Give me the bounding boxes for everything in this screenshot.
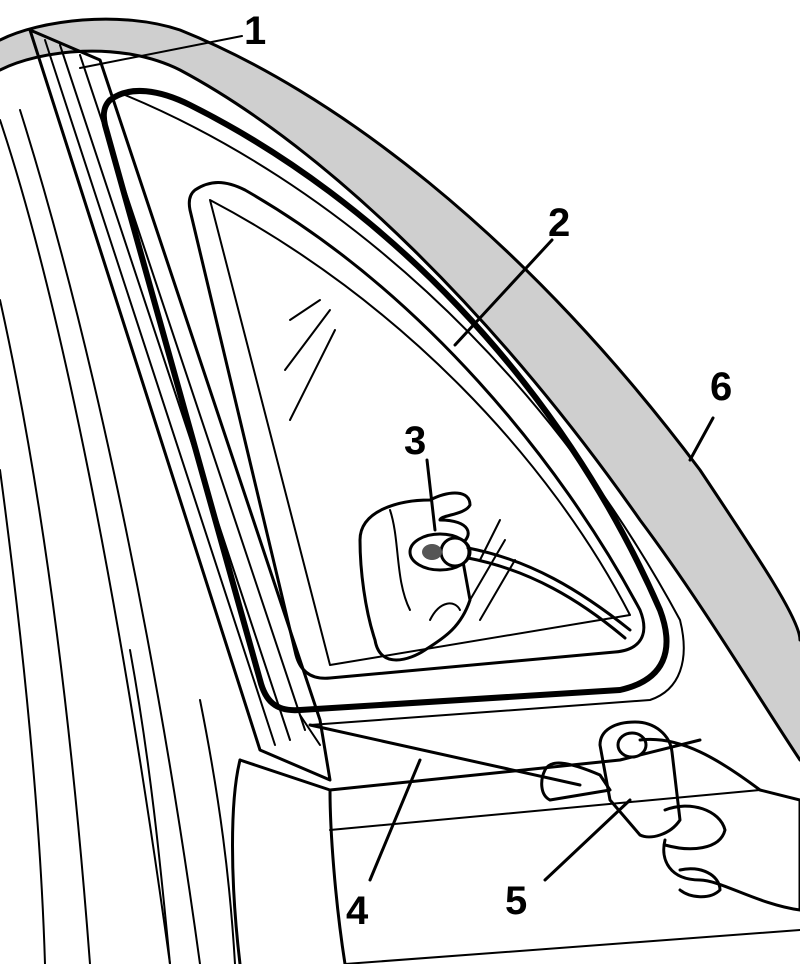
- cutting-wire: [299, 714, 582, 787]
- car-body-panel: [0, 17, 800, 964]
- callout-3: 3: [404, 419, 426, 463]
- callout-4: 4: [346, 889, 369, 933]
- hand-with-tool: [540, 720, 800, 912]
- callout-5: 5: [505, 879, 527, 923]
- hand-with-puller: [358, 491, 632, 662]
- door-frame: [0, 109, 236, 964]
- window-trim-frame: [28, 28, 332, 782]
- window-seal: [100, 87, 685, 726]
- callout-labels: 1 2 3 4 5 6: [244, 9, 732, 933]
- callout-2: 2: [548, 201, 570, 245]
- callout-leaders: [79, 35, 715, 882]
- callout-1: 1: [244, 9, 266, 53]
- quarter-window-glass: [187, 181, 646, 680]
- callout-6: 6: [710, 365, 732, 409]
